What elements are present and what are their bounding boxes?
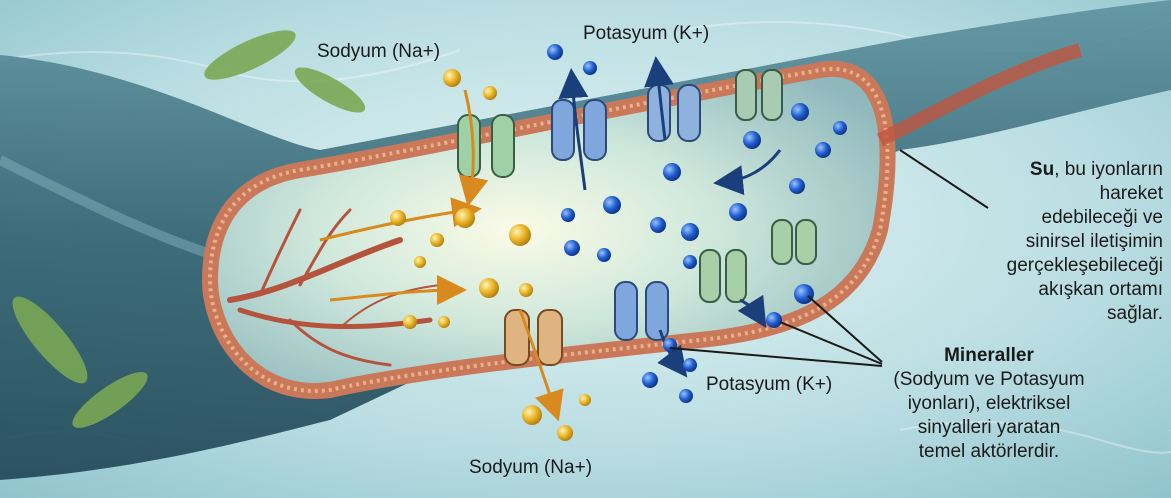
minerals-note: Mineraller (Sodyum ve Potasyum iyonları)… [878,344,1100,464]
water-note-line7: sağlar. [1007,302,1163,326]
sodium-label-top: Sodyum (Na+) [317,42,440,61]
water-note-line6: akışkan ortamı [1007,278,1163,302]
minerals-note-line2: (Sodyum ve Potasyum [878,368,1100,392]
minerals-note-title: Mineraller [878,344,1100,368]
minerals-note-line5: temel aktörlerdir. [878,440,1100,464]
water-note-bold: Su [1030,159,1054,180]
sodium-label-bottom: Sodyum (Na+) [469,458,592,477]
water-note: Su, bu iyonların hareket edebileceği ve … [1007,158,1163,326]
water-note-line1: Su, bu iyonların [1007,158,1163,182]
minerals-note-line4: sinyalleri yaratan [878,416,1100,440]
potassium-label-top: Potasyum (K+) [583,24,709,43]
water-note-line2: hareket [1007,182,1163,206]
minerals-note-line3: iyonları), elektriksel [878,392,1100,416]
water-note-line3: edebileceği ve [1007,206,1163,230]
water-note-line5: gerçekleşebileceği [1007,254,1163,278]
potassium-label-bottom: Potasyum (K+) [706,375,832,394]
water-note-line4: sinirsel iletişimin [1007,230,1163,254]
